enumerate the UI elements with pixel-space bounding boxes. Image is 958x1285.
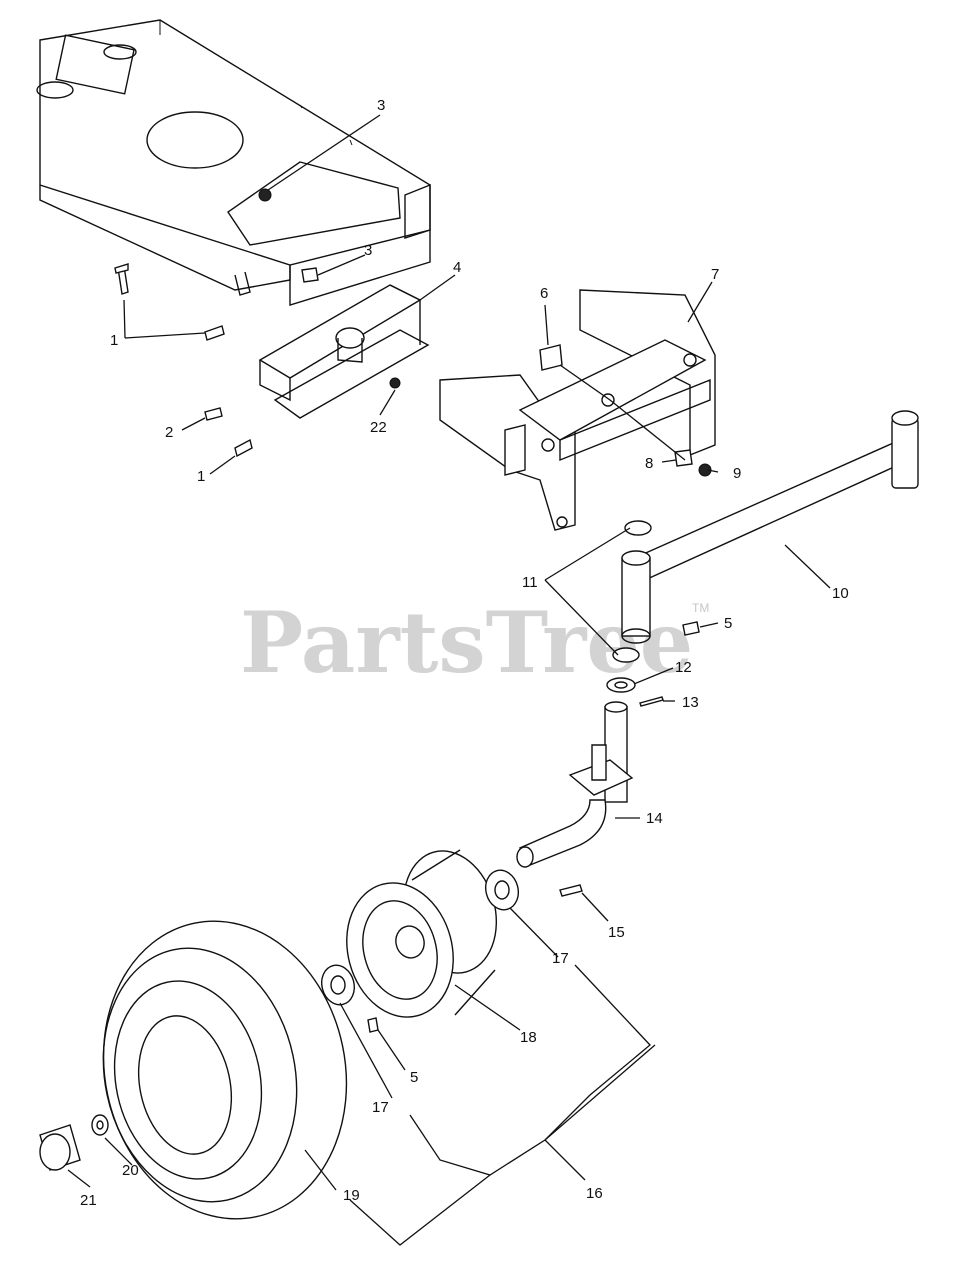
callout-11: 11	[522, 574, 538, 591]
callout-8: 8	[645, 455, 653, 472]
watermark: PartsTree TM	[240, 593, 709, 692]
bushing-washer-pin	[606, 647, 664, 707]
watermark-text: PartsTree	[240, 593, 693, 692]
tire-part-19	[39, 920, 348, 1220]
bracket-part-4	[258, 284, 430, 419]
callout-22: 22	[370, 419, 387, 436]
front-axle-part-10	[621, 410, 919, 644]
callout-18: 18	[520, 1029, 537, 1046]
leader-lines	[67, 114, 831, 1246]
callouts: 3 3 4 7 6 1 22 2 1 8 9 11 10 5 12 13 14 …	[80, 97, 849, 1209]
callout-9: 9	[733, 465, 741, 482]
callout-7: 7	[711, 266, 719, 283]
callout-1-upper: 1	[110, 332, 118, 349]
callout-10: 10	[832, 585, 849, 602]
callout-16: 16	[586, 1185, 603, 1202]
callout-20: 20	[122, 1162, 139, 1179]
bolts-left	[114, 263, 401, 458]
spindle-part-14	[516, 701, 634, 897]
bearings-part-17	[321, 869, 519, 1033]
callout-1-lower: 1	[197, 468, 205, 485]
callout-3-lower: 3	[364, 242, 372, 259]
axle-support-part-7	[439, 289, 716, 531]
callout-19: 19	[343, 1187, 360, 1204]
callout-17-left: 17	[372, 1099, 389, 1116]
callout-21: 21	[80, 1192, 97, 1209]
callout-6: 6	[540, 285, 548, 302]
callout-13: 13	[682, 694, 699, 711]
callout-3-top: 3	[377, 97, 385, 114]
tractor-frame	[36, 19, 431, 306]
callout-5-upper: 5	[724, 615, 732, 632]
watermark-trademark: TM	[692, 601, 709, 615]
callout-5-lower: 5	[410, 1069, 418, 1086]
rim-part-18	[346, 849, 498, 1018]
callout-15: 15	[608, 924, 625, 941]
callout-12: 12	[675, 659, 692, 676]
callout-14: 14	[646, 810, 663, 827]
callout-2: 2	[165, 424, 173, 441]
callout-17-right: 17	[552, 950, 569, 967]
callout-4: 4	[453, 259, 461, 276]
